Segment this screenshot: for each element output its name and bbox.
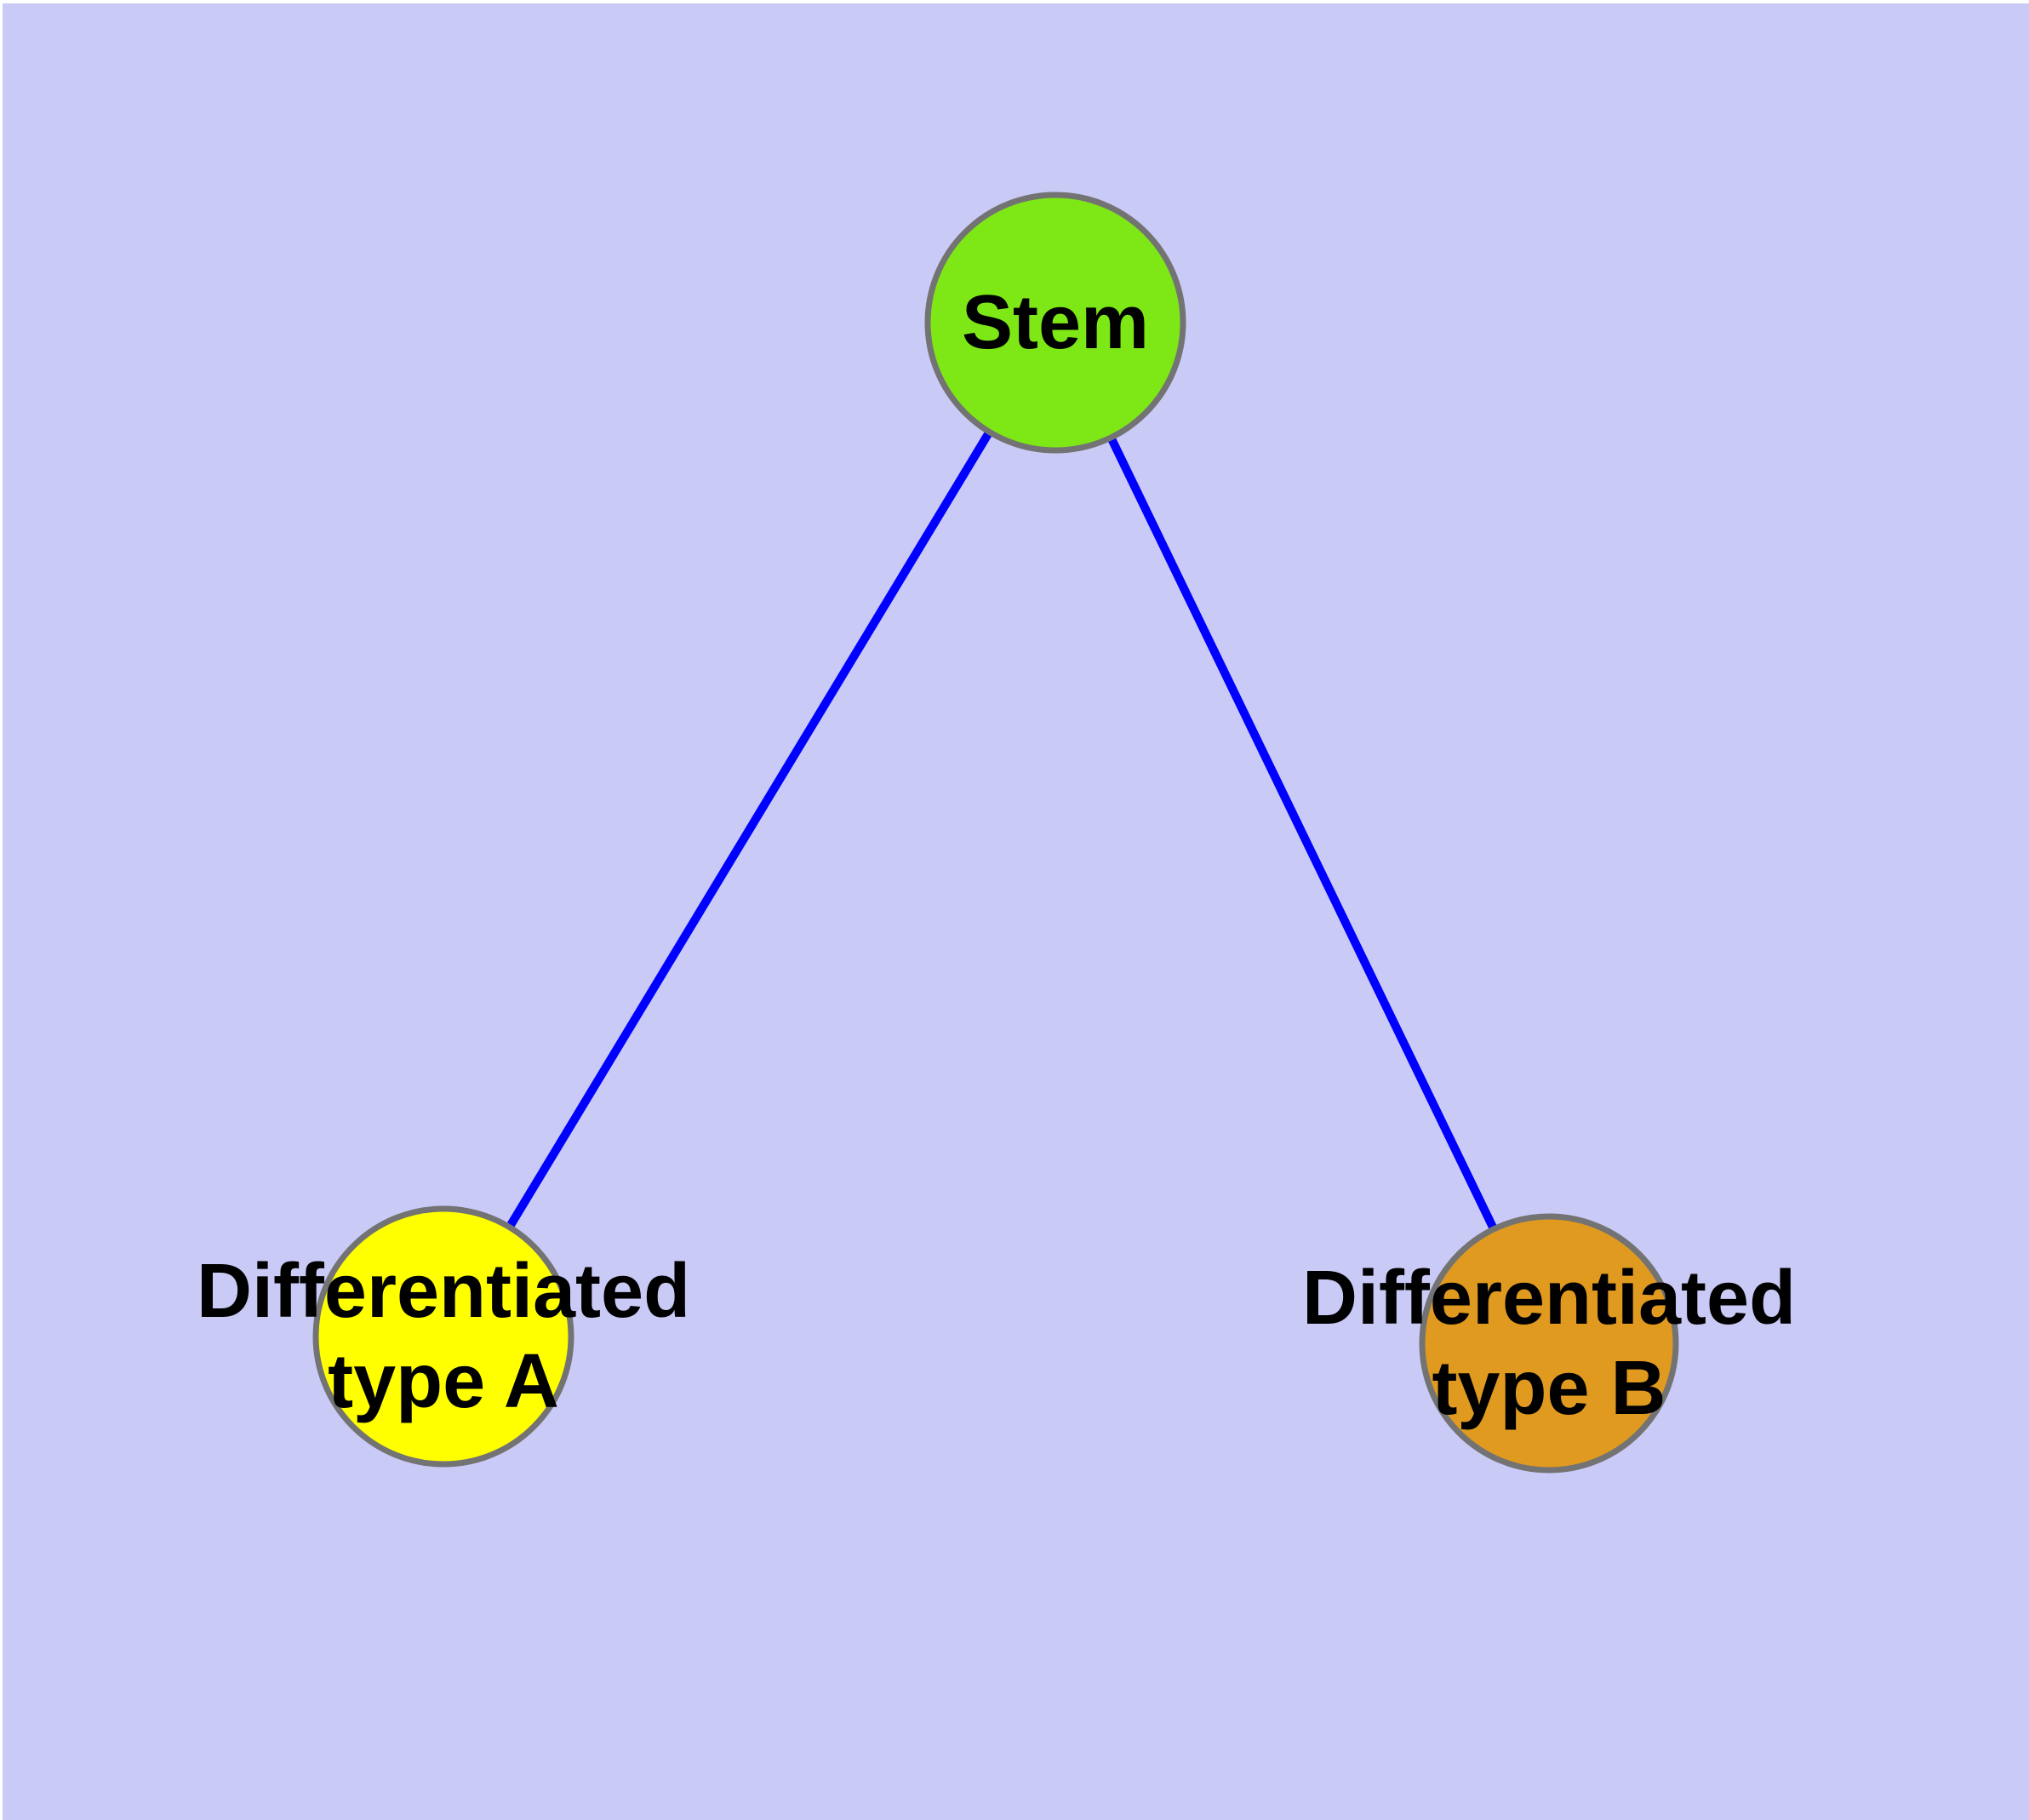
node-differentiated-type-b-circle (1419, 1213, 1679, 1474)
graph-svg (312, 192, 1679, 1474)
node-differentiated-type-a (312, 1205, 574, 1468)
node-differentiated-type-b (1419, 1213, 1679, 1474)
graph-background: Stem Differentiated type A Differentiate… (3, 3, 2029, 1820)
node-stem (924, 192, 1186, 454)
node-stem-circle (924, 192, 1186, 454)
edge-stem-to-type-b (1051, 320, 1553, 1346)
node-differentiated-type-a-circle (312, 1205, 574, 1468)
edge-stem-to-type-a (439, 320, 1060, 1339)
